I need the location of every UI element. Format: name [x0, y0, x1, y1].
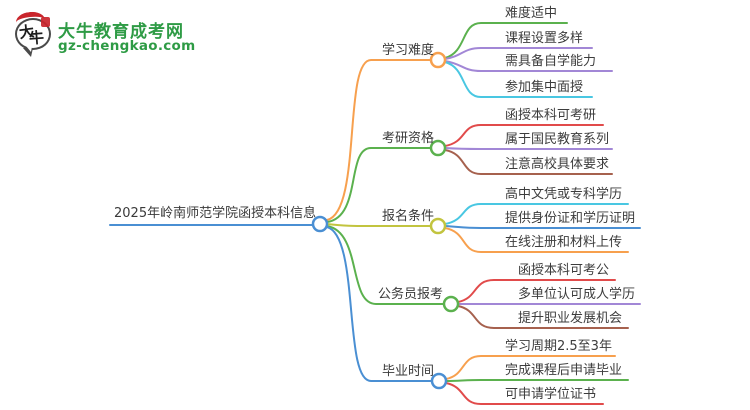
leaf-apply-after-courses: 完成课程后申请毕业	[505, 363, 623, 378]
brand-name: 大牛教育成考网	[58, 22, 184, 42]
edge-leaf-study-period	[445, 355, 616, 380]
red-seal-icon	[41, 17, 50, 27]
edge-leaf-correspondence-postgrad	[444, 124, 604, 147]
edge-leaf-in-person-sessions	[444, 61, 593, 98]
leaf-self-study-ability: 需具备自学能力	[505, 54, 597, 69]
leaf-degree-certificate: 可申请学位证书	[505, 387, 597, 402]
edge-leaf-online-registration	[444, 227, 629, 253]
leaf-online-registration: 在线注册和材料上传	[505, 235, 623, 250]
edge-leaf-university-requirements	[444, 149, 613, 175]
leaf-career-development: 提升职业发展机会	[518, 311, 623, 326]
edge-leaf-self-study-ability	[444, 60, 613, 72]
branch-study-difficulty: 学习难度	[382, 43, 435, 58]
edge-central-to-civil-service-exam	[326, 225, 445, 305]
speech-bubble-tail	[23, 48, 33, 57]
edge-leaf-national-education-series	[444, 147, 613, 150]
brand-url: gz-chengkao.com	[58, 38, 196, 54]
node-circle-graduation-time	[430, 372, 448, 390]
edge-leaf-civil-exam-eligible	[457, 279, 616, 303]
branch-civil-service-exam: 公务员报考	[378, 287, 444, 302]
edge-leaf-moderate-difficulty	[444, 22, 568, 59]
edge-leaf-diploma-requirement	[444, 203, 629, 225]
leaf-diploma-requirement: 高中文凭或专科学历	[505, 187, 623, 202]
node-circle-study-difficulty	[429, 51, 447, 69]
leaf-university-requirements: 注意高校具体要求	[505, 157, 610, 172]
node-circle-postgrad-eligibility	[429, 139, 447, 157]
edge-leaf-apply-after-courses	[445, 379, 629, 382]
node-circle-enrollment-requirements	[429, 217, 447, 235]
site-logo: 大 牛 大牛教育成考网 gz-chengkao.com	[14, 10, 204, 60]
branch-graduation-time: 毕业时间	[382, 364, 435, 379]
branch-postgrad-eligibility: 考研资格	[382, 131, 435, 146]
edge-central-to-study-difficulty	[326, 59, 432, 221]
edge-central-to-enrollment-requirements	[326, 223, 432, 227]
edge-leaf-career-development	[457, 305, 629, 329]
central-topic: 2025年岭南师范学院函授本科信息	[114, 206, 317, 221]
leaf-in-person-sessions: 参加集中面授	[505, 80, 584, 95]
node-circle-central	[311, 215, 329, 233]
leaf-correspondence-postgrad: 函授本科可考研	[505, 108, 597, 123]
leaf-id-proof: 提供身份证和学历证明	[505, 211, 636, 226]
leaf-national-education-series: 属于国民教育系列	[505, 132, 610, 147]
leaf-diverse-courses: 课程设置多样	[505, 31, 584, 46]
edge-central-to-postgrad-eligibility	[326, 147, 432, 223]
edge-leaf-degree-certificate	[445, 382, 604, 405]
leaf-moderate-difficulty: 难度适中	[505, 6, 558, 21]
node-circle-civil-service-exam	[442, 295, 460, 313]
leaf-study-period: 学习周期2.5至3年	[505, 339, 612, 354]
logo-bubble-icon: 大 牛	[14, 10, 54, 57]
edge-leaf-id-proof	[444, 225, 641, 229]
leaf-civil-exam-eligible: 函授本科可考公	[518, 263, 610, 278]
edge-central-to-graduation-time	[326, 226, 433, 382]
branch-enrollment-requirements: 报名条件	[382, 209, 435, 224]
leaf-adult-education-recognized: 多单位认可成人学历	[518, 287, 636, 302]
edge-leaf-diverse-courses	[444, 47, 593, 60]
